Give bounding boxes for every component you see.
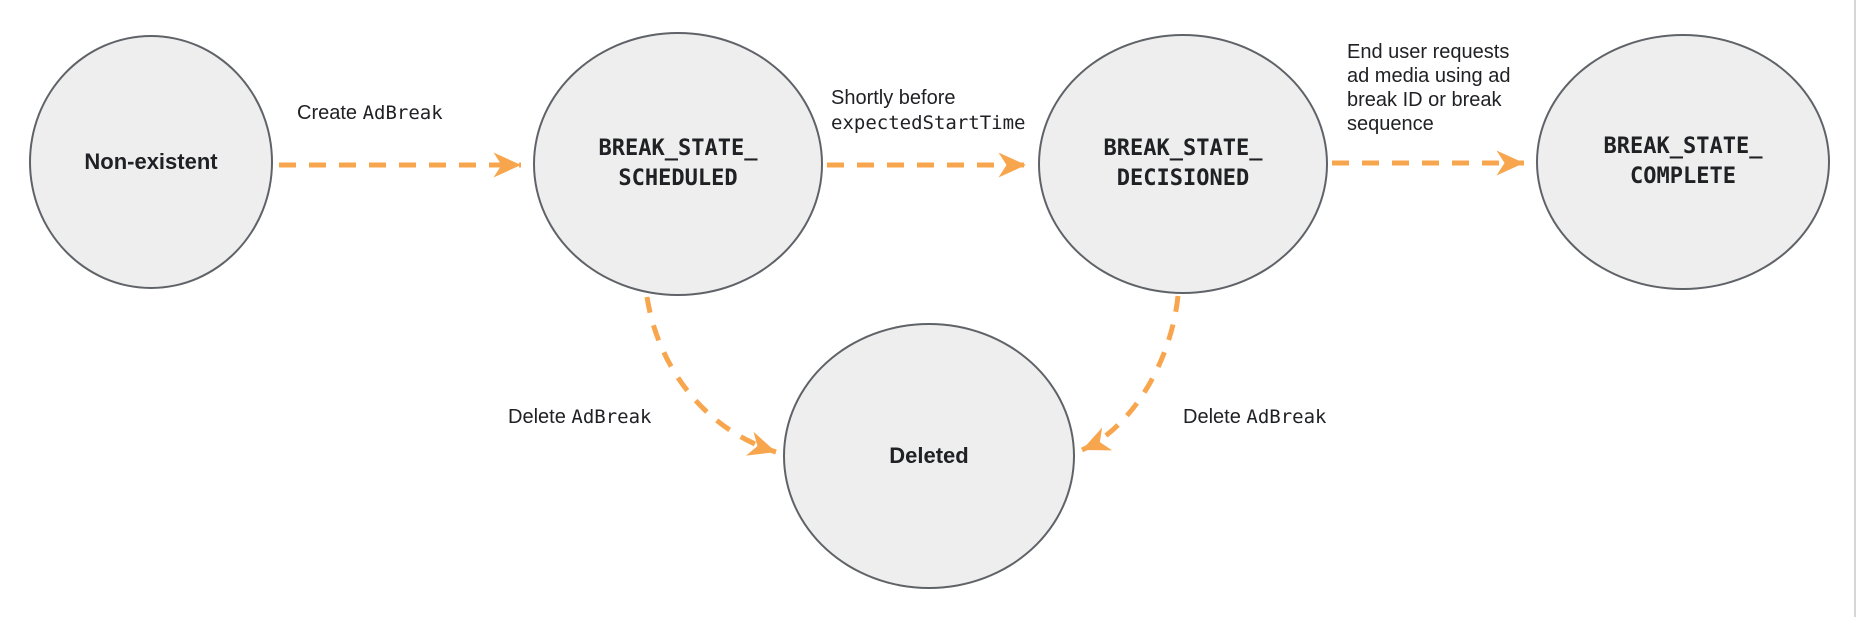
state-circle-deleted: Deleted (783, 323, 1075, 589)
state-circle-non-existent: Non-existent (29, 35, 273, 289)
state-circle-break-state-decisioned: BREAK_STATE_ DECISIONED (1038, 34, 1328, 294)
edge-label-create-adbreak: Create AdBreak (297, 101, 443, 126)
edge-label-delete-right-code: AdBreak (1246, 406, 1327, 428)
edge-label-shortly-line1: Shortly before (831, 87, 956, 109)
edge-label-delete-adbreak-left: Delete AdBreak (508, 405, 651, 430)
edge-label-shortly-before: Shortly before expectedStartTime (831, 86, 1025, 136)
edge-label-delete-adbreak-right: Delete AdBreak (1183, 405, 1326, 430)
state-circle-break-state-scheduled: BREAK_STATE_ SCHEDULED (533, 32, 823, 296)
state-label-break-state-complete: BREAK_STATE_ COMPLETE (1603, 134, 1763, 189)
arrow-delete-from-scheduled (644, 296, 777, 456)
state-label-break-state-decisioned: BREAK_STATE_ DECISIONED (1103, 136, 1263, 191)
edge-label-create-code: AdBreak (362, 102, 443, 124)
state-label-non-existent: Non-existent (84, 149, 218, 174)
edge-label-delete-left-prefix: Delete (508, 406, 572, 428)
arrow-delete-from-decisioned (1080, 295, 1181, 453)
page-edge-divider (1854, 0, 1856, 617)
state-circle-break-state-complete: BREAK_STATE_ COMPLETE (1536, 34, 1830, 290)
edge-label-create-prefix: Create (297, 102, 363, 124)
edge-label-shortly-code: expectedStartTime (831, 112, 1026, 134)
edge-label-delete-left-code: AdBreak (571, 406, 652, 428)
state-label-break-state-scheduled: BREAK_STATE_ SCHEDULED (598, 136, 758, 191)
edge-label-end-user-request: End user requests ad media using ad brea… (1347, 41, 1511, 135)
edge-label-delete-right-prefix: Delete (1183, 406, 1247, 428)
state-label-deleted: Deleted (889, 443, 969, 468)
